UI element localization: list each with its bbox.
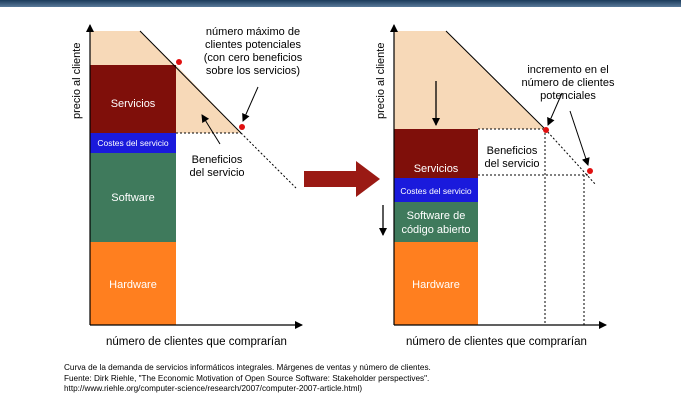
- right-note-arrow-1: [547, 92, 563, 126]
- right-y-axis-label: precio al cliente: [375, 43, 387, 119]
- left-note-max: número máximo de clientes potenciales (c…: [204, 26, 303, 77]
- right-software-block: [394, 202, 478, 242]
- slide-frame: precio al cliente número de clientes que…: [0, 7, 681, 404]
- window-top-bar: [0, 0, 681, 7]
- right-panel: precio al cliente número de clientes que…: [375, 24, 615, 348]
- right-services-label: Servicios: [414, 163, 459, 175]
- left-dot-top: [176, 59, 182, 65]
- left-costs-block: [90, 133, 176, 153]
- right-note-increment: incremento en el número de clientes pote…: [522, 64, 615, 102]
- right-demand-line-extension: [544, 128, 597, 186]
- right-software-label-line2: código abierto: [401, 224, 470, 236]
- left-x-axis-label: número de clientes que comprarían: [106, 336, 287, 348]
- demand-diagram: precio al cliente número de clientes que…: [71, 24, 615, 348]
- svg-text:(con cero beneficios: (con cero beneficios: [204, 52, 303, 64]
- transition-arrow: [304, 161, 380, 197]
- left-note-benefits: Beneficios del servicio: [189, 154, 244, 179]
- left-dot-max: [239, 124, 245, 130]
- left-panel: precio al cliente número de clientes que…: [71, 24, 303, 348]
- svg-text:número de clientes: número de clientes: [522, 77, 615, 89]
- caption-line-2: Fuente: Dirk Riehle, "The Economic Motiv…: [64, 373, 430, 383]
- svg-text:Beneficios: Beneficios: [487, 145, 538, 157]
- figure-caption: Curva de la demanda de servicios informá…: [64, 363, 664, 395]
- left-note-arrow-max: [242, 86, 259, 122]
- right-software-label-line1: Software de: [407, 210, 466, 222]
- right-costs-block: [394, 178, 478, 202]
- left-software-block: [90, 153, 176, 242]
- svg-text:incremento en el: incremento en el: [527, 64, 608, 76]
- caption-line-3: http://www.riehle.org/computer-science/r…: [64, 384, 363, 393]
- caption-line-1: Curva de la demanda de servicios informá…: [64, 363, 431, 372]
- svg-text:clientes potenciales: clientes potenciales: [205, 39, 302, 51]
- left-hardware-label: Hardware: [109, 279, 157, 291]
- svg-text:número máximo de: número máximo de: [206, 26, 300, 38]
- right-demand-line: [445, 30, 546, 130]
- right-dot-1: [543, 127, 549, 133]
- left-services-label: Servicios: [111, 98, 156, 110]
- right-hardware-block: [394, 242, 478, 325]
- right-dot-2: [587, 168, 593, 174]
- right-services-block: [394, 129, 478, 178]
- left-demand-line-extension: [240, 132, 297, 189]
- left-costs-label: Costes del servicio: [97, 138, 169, 148]
- svg-text:Beneficios: Beneficios: [192, 154, 243, 166]
- left-demand-line: [139, 30, 242, 134]
- left-note-arrow-benefits: [201, 114, 221, 145]
- svg-text:del servicio: del servicio: [484, 158, 539, 170]
- left-services-block: [90, 65, 176, 133]
- svg-text:del servicio: del servicio: [189, 167, 244, 179]
- right-hardware-label: Hardware: [412, 279, 460, 291]
- left-hardware-block: [90, 242, 176, 325]
- svg-text:sobre los servicios): sobre los servicios): [206, 65, 300, 77]
- right-costs-label: Costes del servicio: [400, 186, 472, 196]
- right-top-area: [394, 31, 545, 129]
- svg-text:potenciales: potenciales: [540, 90, 596, 102]
- right-x-axis-label: número de clientes que comprarían: [406, 336, 587, 348]
- left-y-axis-label: precio al cliente: [71, 43, 83, 119]
- right-note-arrow-2: [569, 110, 590, 166]
- right-note-benefits: Beneficios del servicio: [484, 145, 539, 170]
- left-software-label: Software: [111, 192, 154, 204]
- left-top-area: [90, 31, 175, 65]
